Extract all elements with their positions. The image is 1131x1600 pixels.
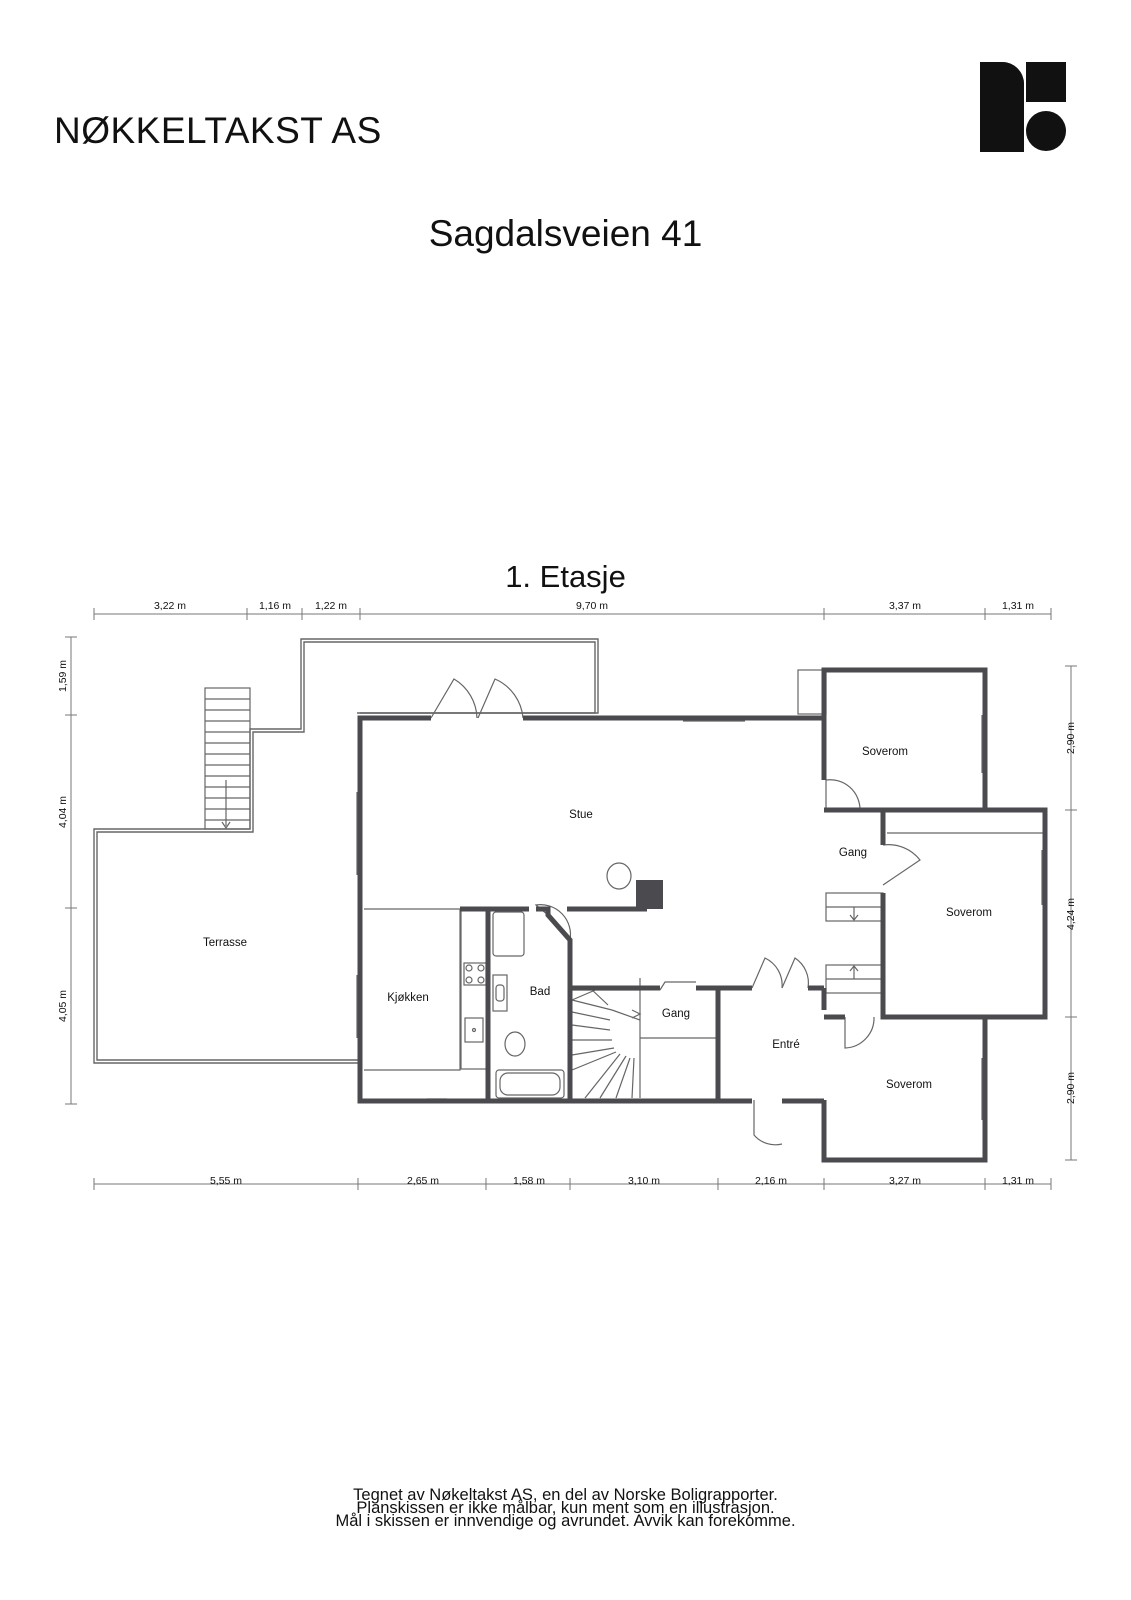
terrace-outline: [93, 638, 599, 1064]
dim-right-2: 4,24 m: [1065, 898, 1077, 930]
property-address: Sagdalsveien 41: [428, 213, 703, 254]
dim-top-5: 3,37 m: [889, 600, 921, 612]
room-terrasse: Terrasse: [203, 937, 247, 949]
dim-bottom-7: 1,31 m: [1002, 1175, 1034, 1187]
dim-left-1: 1,59 m: [57, 660, 69, 692]
terrace-stairs: [204, 687, 251, 830]
dim-bottom-4: 3,10 m: [628, 1175, 660, 1187]
room-soverom-bottom: Soverom: [886, 1079, 932, 1091]
footer-line-1: Tegnet av Nøkeltakst AS, en del av Norsk…: [353, 1486, 778, 1504]
dim-bottom-2: 2,65 m: [407, 1175, 439, 1187]
dim-bottom-6: 3,27 m: [889, 1175, 921, 1187]
dim-bottom-1: 5,55 m: [210, 1175, 242, 1187]
room-kjokken: Kjøkken: [387, 992, 429, 1004]
dim-left-2: 4,04 m: [57, 796, 69, 828]
footer-disclaimer: Tegnet av Nøkeltakst AS, en del av Norsk…: [0, 1486, 1131, 1530]
nokkeltakst-logo-icon: [980, 62, 1066, 152]
room-soverom-mid: Soverom: [946, 907, 992, 919]
room-gang-stair: Gang: [662, 1008, 690, 1020]
dimension-labels: 3,22 m 1,16 m 1,22 m 9,70 m 3,37 m 1,31 …: [57, 600, 1077, 1187]
footer-line-2: Planskissen er ikke målbar, kun ment som…: [356, 1499, 775, 1517]
floor-title: 1. Etasje: [505, 559, 626, 594]
dim-right-3: 2,90 m: [1065, 1072, 1077, 1104]
chimney: [636, 880, 663, 909]
room-soverom-top: Soverom: [862, 746, 908, 758]
dim-left-3: 4,05 m: [57, 990, 69, 1022]
fixtures: [364, 669, 1045, 1099]
dimension-lines: [65, 608, 1077, 1190]
room-entre: Entré: [772, 1039, 800, 1051]
company-name: NØKKELTAKST AS: [54, 110, 382, 151]
room-stue: Stue: [569, 809, 593, 821]
footer-line-3: Mål i skissen er innvendige og avrundet.…: [335, 1512, 796, 1530]
walls: [357, 667, 1048, 1163]
room-gang-right: Gang: [839, 847, 867, 859]
dim-top-3: 1,22 m: [315, 600, 347, 612]
dim-right-1: 2,90 m: [1065, 722, 1077, 754]
dim-top-6: 1,31 m: [1002, 600, 1034, 612]
room-labels: Terrasse Stue Kjøkken Bad Gang Gang Entr…: [203, 746, 992, 1091]
dim-bottom-5: 2,16 m: [755, 1175, 787, 1187]
dim-top-4: 9,70 m: [576, 600, 608, 612]
doors: [430, 678, 921, 1146]
dim-top-2: 1,16 m: [259, 600, 291, 612]
room-bad: Bad: [530, 986, 550, 998]
dim-top-1: 3,22 m: [154, 600, 186, 612]
dim-bottom-3: 1,58 m: [513, 1175, 545, 1187]
